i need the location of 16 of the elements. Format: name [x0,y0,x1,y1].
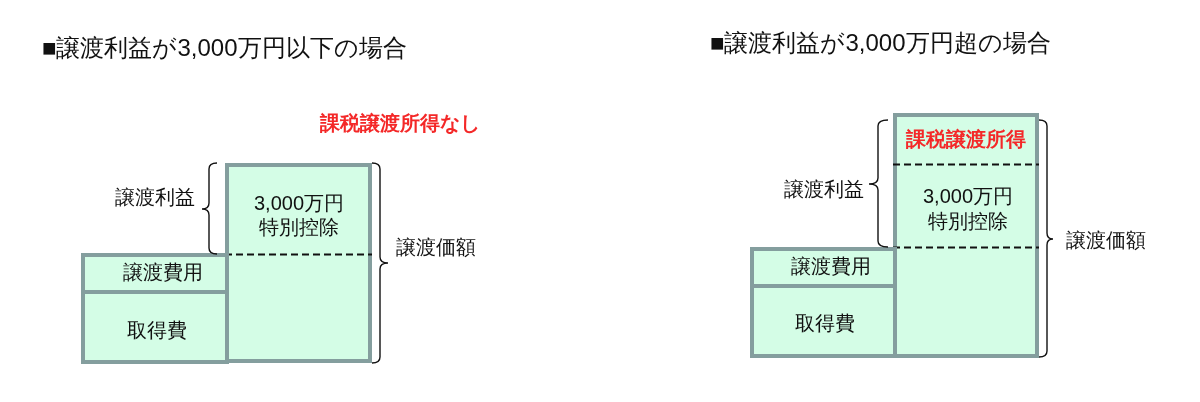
box-label: 3,000万円特別控除 [921,184,1015,234]
box-label: 譲渡費用 [791,256,871,276]
box-heading: 課税譲渡所得 [906,129,1026,149]
box-label: 取得費 [127,320,187,340]
bracket-label: 譲渡価額 [1066,230,1146,250]
note-text: 課税譲渡所得なし [320,113,480,133]
section-title: ■譲渡利益が3,000万円超の場合 [710,31,1051,55]
box-label: 3,000万円特別控除 [252,191,346,239]
bracket-label: 譲渡利益 [115,187,195,207]
value-column [893,113,1039,358]
section-title: ■譲渡利益が3,000万円以下の場合 [42,36,407,60]
box-label: 取得費 [795,313,855,333]
bracket-label: 譲渡利益 [784,179,864,199]
value-column [225,163,372,363]
bracket-label: 譲渡価額 [396,237,476,257]
box-label: 譲渡費用 [123,262,203,282]
